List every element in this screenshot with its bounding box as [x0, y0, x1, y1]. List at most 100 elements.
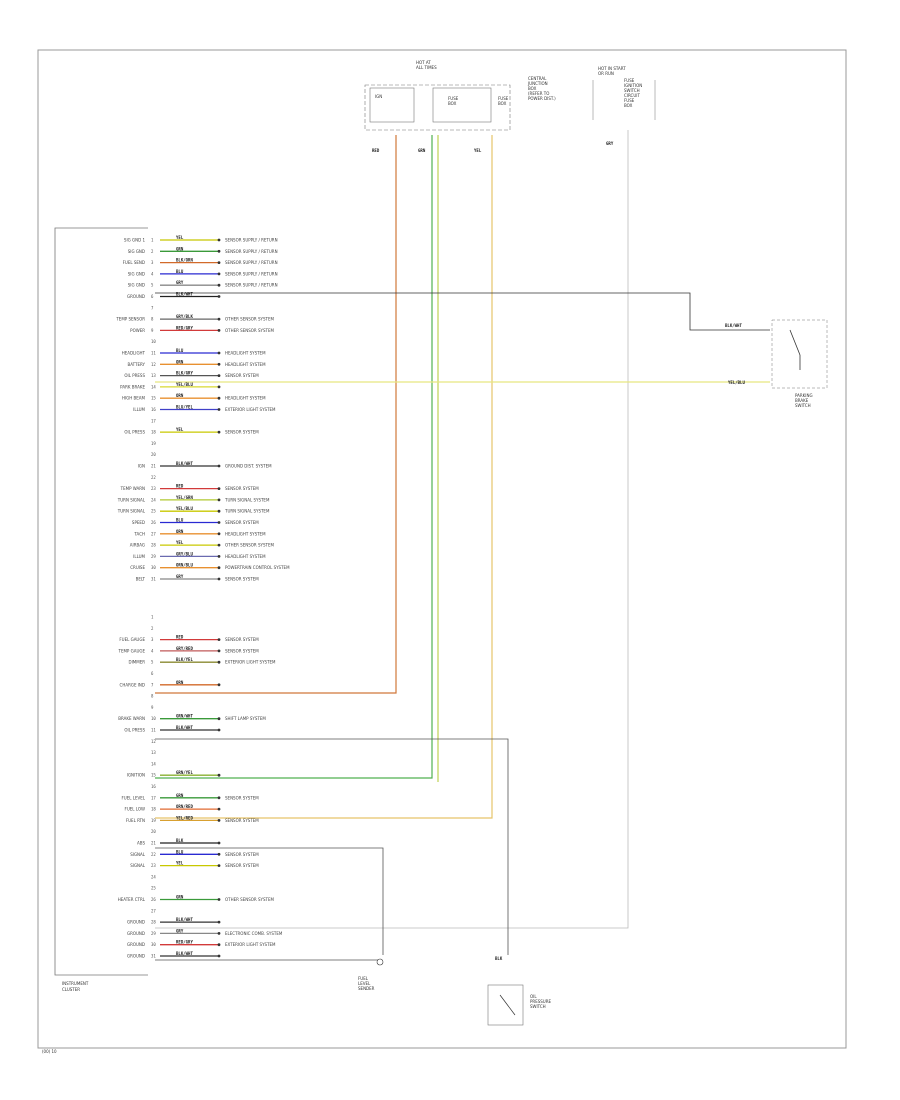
a-circuit-desc: TURN SIGNAL SYSTEM	[224, 497, 270, 502]
b-pin-number: 14	[151, 761, 156, 766]
b-wire-code: BLK/WHT	[176, 951, 193, 956]
b-pin-label: FUEL LOW	[125, 807, 145, 812]
cluster-label-l1: INSTRUMENT	[62, 981, 89, 986]
b-pin-row: 25	[151, 886, 156, 891]
a-pin-number: 27	[151, 531, 156, 536]
a-wire-code: GRY/BLU	[176, 551, 193, 556]
a-wire-code: YEL	[176, 427, 184, 432]
b-pin-terminal	[217, 954, 221, 958]
a-pin-number: 7	[151, 305, 154, 310]
a-pin-row: 10	[151, 339, 156, 344]
a-pin-label: AIRBAG	[130, 543, 145, 548]
b-wire-code: GRY/RED	[176, 646, 193, 651]
wire-code-d: GRY	[606, 141, 614, 146]
a-pin-terminal	[217, 238, 221, 242]
b-pin-number: 24	[151, 874, 156, 879]
b-circuit-desc: EXTERIOR LIGHT SYSTEM	[225, 660, 276, 665]
b-pin-row: 16	[151, 784, 156, 789]
b-pin-terminal	[217, 864, 221, 867]
a-pin-terminal	[217, 464, 221, 468]
a-pin-terminal	[217, 249, 221, 253]
a-pin-label: HIGH BEAM	[122, 396, 146, 401]
a-pin-number: 18	[151, 430, 156, 435]
b-circuit-desc: SENSOR SYSTEM	[225, 648, 259, 653]
b-circuit-desc: SENSOR SYSTEM	[225, 818, 259, 823]
a-circuit-desc: SENSOR SYSTEM	[225, 430, 259, 435]
b-circuit-desc: ELECTRONIC COMB. SYSTEM	[225, 931, 283, 936]
b-pin-number: 21	[151, 841, 156, 846]
b-circuit-desc: SENSOR SYSTEM	[225, 795, 259, 800]
a-circuit-desc: HEADLIGHT SYSTEM	[225, 351, 266, 356]
b-pin-label: SIGNAL	[130, 852, 146, 857]
fb-note-line: CENTRAL	[528, 76, 547, 81]
b-pin-row: 1	[151, 615, 154, 620]
cluster-label-l2: CLUSTER	[62, 987, 80, 992]
a-pin-label: TURN SIGNAL	[117, 509, 146, 514]
b-pin-number: 11	[151, 728, 156, 733]
b-pin-terminal	[217, 920, 221, 924]
b-pin-row: 24	[151, 874, 156, 879]
a-pin-number: 17	[151, 418, 156, 423]
a-circuit-desc: SENSOR SUPPLY / RETURN	[225, 260, 278, 265]
a-pin-label: TURN SIGNAL	[117, 497, 146, 502]
rb-title-line: HOT IN START	[598, 66, 626, 71]
a-pin-label: ILLUM	[133, 554, 145, 559]
a-pin-number: 23	[151, 486, 156, 491]
b-pin-number: 2	[151, 626, 154, 631]
a-pin-number: 20	[151, 452, 156, 457]
a-pin-number: 29	[151, 554, 156, 559]
a-circuit-desc: HEADLIGHT SYSTEM	[225, 396, 266, 401]
a-pin-number: 30	[151, 565, 156, 570]
b-pin-row: FUEL RTN 19 YEL/RED SENSOR SYSTEM	[126, 815, 259, 823]
b-wire-code: BLK/YEL	[176, 657, 193, 662]
wire-code-b: GRN	[418, 148, 426, 153]
a-pin-row: 7	[151, 305, 154, 310]
a-pin-terminal	[217, 295, 221, 298]
a-pin-label: FUEL SEND	[123, 260, 145, 265]
a-wire-code: ORN	[176, 359, 184, 364]
b-pin-terminal	[217, 796, 221, 800]
b-pin-label: IGNITION	[127, 773, 145, 778]
b-pin-number: 26	[151, 897, 156, 902]
b-pin-number: 3	[151, 637, 154, 642]
b-wire-code: ORN/RED	[176, 804, 193, 809]
b-pin-label: FUEL RTN	[126, 818, 145, 823]
a-pin-number: 2	[151, 249, 154, 254]
b-wire-code: YEL/RED	[176, 815, 193, 820]
b-pin-label: BRAKE WARN	[118, 716, 145, 721]
a-pin-terminal	[217, 408, 221, 411]
b-wire-code: YEL	[176, 861, 184, 866]
a-wire-code: GRY	[176, 280, 184, 285]
rs-cap-line: SWITCH	[795, 403, 811, 408]
a-pin-number: 24	[151, 497, 156, 502]
b-pin-number: 19	[151, 818, 156, 823]
b-pin-number: 5	[151, 660, 154, 665]
a-pin-terminal	[217, 430, 221, 434]
b-pin-label: FUEL GAUGE	[119, 637, 145, 642]
b-pin-number: 23	[151, 863, 156, 868]
a-pin-terminal	[217, 532, 221, 536]
a-pin-number: 6	[151, 294, 154, 299]
a-pin-terminal	[217, 521, 221, 524]
a-pin-number: 12	[151, 362, 156, 367]
b-pin-row: 27	[151, 908, 156, 913]
a-circuit-desc: SENSOR SYSTEM	[225, 577, 259, 582]
bs-cap-line: SENDER	[358, 986, 375, 991]
